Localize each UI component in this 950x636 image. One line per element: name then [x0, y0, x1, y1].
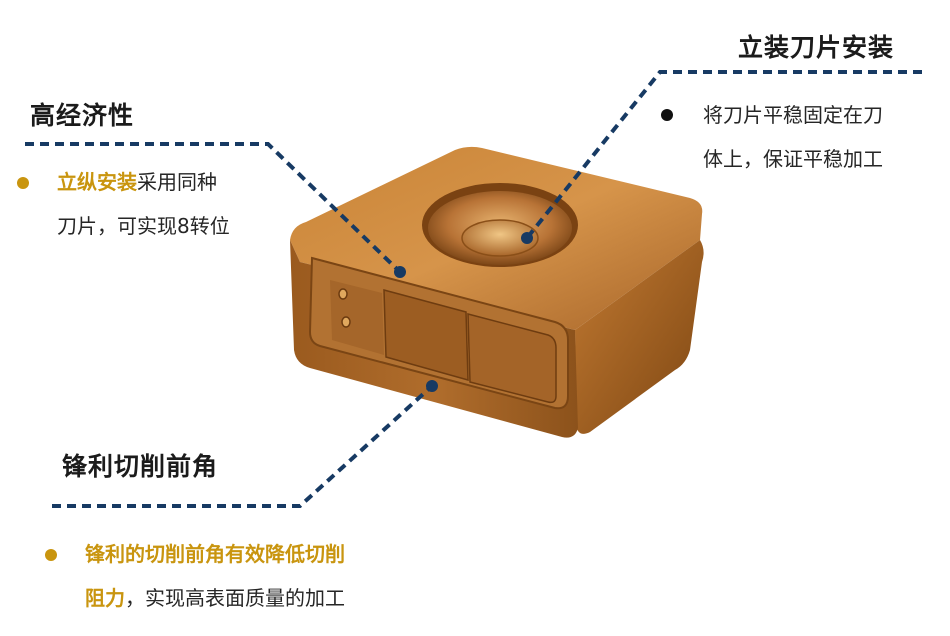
- insert-pin-hole: [341, 316, 351, 328]
- rake-angle-text-rest: ，实现高表面质量的加工: [125, 586, 345, 610]
- rake-angle-highlight: 锋利的切削前角有效降低切削: [85, 542, 345, 566]
- economy-text-line2: 刀片，可实现8转位: [57, 214, 230, 238]
- title-high-economy: 高经济性: [30, 101, 135, 130]
- leader-endpoint-top-right: [521, 232, 533, 244]
- bullet-dot: [45, 549, 57, 561]
- insert-hole-boss: [461, 219, 539, 257]
- insert-pin-hole: [338, 288, 348, 300]
- leader-line-bottom: [52, 384, 434, 508]
- rake-angle-highlight-2: 阻力: [85, 586, 125, 610]
- vertical-mount-text-line2: 体上，保证平稳加工: [703, 147, 883, 171]
- title-sharp-rake-angle: 锋利切削前角: [62, 452, 219, 481]
- leader-line-left: [25, 142, 402, 274]
- economy-highlight: 立纵安装: [57, 170, 137, 194]
- leader-endpoint-left: [394, 266, 406, 278]
- insert-facet-right: [467, 313, 557, 404]
- vertical-mount-text-line1: 将刀片平稳固定在刀: [703, 103, 883, 127]
- title-vertical-mount: 立装刀片安装: [738, 33, 895, 62]
- economy-text-line1: 立纵安装采用同种: [57, 160, 217, 204]
- leader-line-top-right: [525, 70, 922, 240]
- rake-angle-text-line1: 锋利的切削前角有效降低切削: [85, 532, 345, 576]
- bullet-dot: [661, 109, 673, 121]
- bullet-dot: [17, 177, 29, 189]
- insert-facet-middle: [383, 289, 469, 381]
- rake-angle-text-line2: 阻力，实现高表面质量的加工: [85, 576, 345, 620]
- economy-text-rest: 采用同种: [137, 170, 217, 194]
- leader-endpoint-bottom: [426, 380, 438, 392]
- insert-side-face: [575, 240, 704, 434]
